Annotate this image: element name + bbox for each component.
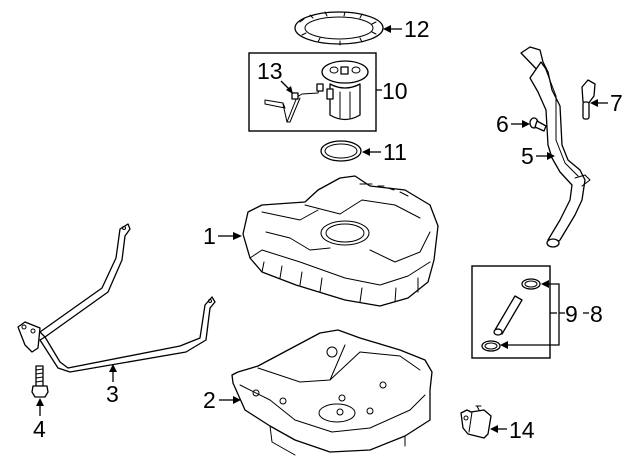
- callout-4-label: 4: [33, 416, 46, 442]
- callout-11[interactable]: 11: [362, 139, 407, 165]
- vent-hose-kit-box: [471, 265, 551, 359]
- callout-8-label: 8: [590, 301, 603, 327]
- callout-12-label: 12: [404, 16, 430, 42]
- filler-pipe-drawing: [520, 46, 591, 248]
- callout-8[interactable]: 8: [550, 301, 603, 327]
- callout-7-label: 7: [610, 90, 623, 116]
- callout-6-label: 6: [496, 111, 509, 137]
- tank-strap-drawing: [17, 223, 216, 373]
- callout-10[interactable]: 10: [376, 78, 408, 104]
- callout-1-label: 1: [203, 223, 216, 249]
- fuel-line-drawing: [264, 83, 324, 123]
- callout-10-label: 10: [382, 78, 408, 104]
- callout-3-label: 3: [106, 381, 119, 407]
- callout-14-label: 14: [509, 417, 535, 443]
- callout-7[interactable]: 7: [590, 90, 623, 116]
- callout-11-label: 11: [383, 139, 407, 165]
- callout-13[interactable]: 13: [257, 58, 293, 94]
- heat-shield-drawing: [231, 329, 433, 456]
- pump-gasket-drawing: [320, 140, 362, 162]
- callout-5[interactable]: 5: [521, 143, 555, 169]
- lock-ring-drawing: [294, 11, 384, 46]
- connector-drawing: [460, 405, 492, 439]
- fuel-pump-module-drawing: [321, 60, 369, 121]
- callout-14[interactable]: 14: [490, 417, 535, 443]
- filler-neck-tether-drawing: [581, 79, 596, 120]
- callout-5-label: 5: [521, 143, 534, 169]
- strap-bolt-drawing: [31, 365, 49, 398]
- callout-3[interactable]: 3: [106, 364, 119, 407]
- callout-9-label: 9: [565, 301, 578, 327]
- filler-pipe-bolt-drawing: [529, 117, 547, 132]
- callout-12[interactable]: 12: [383, 16, 430, 42]
- callout-1[interactable]: 1: [203, 223, 242, 249]
- callout-13-label: 13: [257, 58, 283, 84]
- vent-hose-drawing: [481, 278, 541, 352]
- callout-9[interactable]: 9: [500, 280, 578, 349]
- fuel-tank-drawing: [242, 175, 439, 307]
- callout-4[interactable]: 4: [33, 398, 46, 442]
- callout-2[interactable]: 2: [203, 387, 241, 413]
- pump-module-group-box: [248, 52, 377, 132]
- callout-2-label: 2: [203, 387, 216, 413]
- callout-6[interactable]: 6: [496, 111, 530, 137]
